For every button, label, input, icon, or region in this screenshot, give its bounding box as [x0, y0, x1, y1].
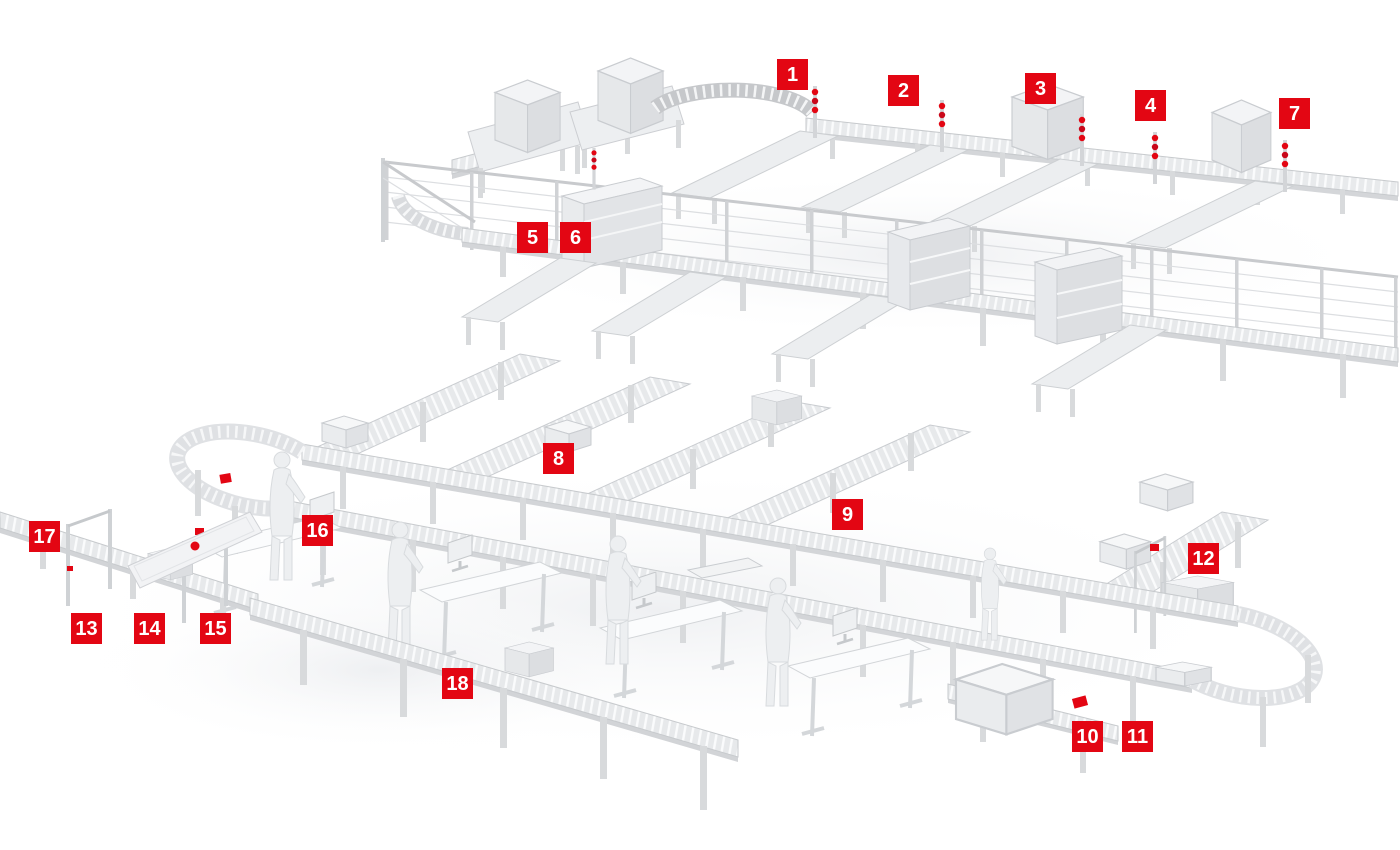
conveyor-legs: [340, 467, 1156, 649]
left-infeed-lines: [0, 507, 739, 810]
loop-right-curve: [1188, 606, 1323, 747]
pallet-transfer-table: [800, 144, 970, 238]
sensor-red: [1150, 544, 1159, 551]
hotspot-marker-8[interactable]: 8: [543, 443, 574, 474]
sensor-red: [195, 528, 204, 535]
pallet-transfer-table: [590, 271, 728, 364]
sensor-red: [67, 566, 73, 571]
curve-conveyor: [650, 82, 818, 118]
hotspot-marker-3[interactable]: 3: [1025, 73, 1056, 104]
infeed-conveyor-18: [250, 615, 738, 762]
hotspot-marker-1[interactable]: 1: [777, 59, 808, 90]
hotspot-marker-15[interactable]: 15: [200, 613, 231, 644]
pallet-main-line: [805, 117, 1399, 197]
hotspot-marker-16[interactable]: 16: [302, 515, 333, 546]
pallet-transfer-table: [460, 257, 598, 350]
hotspot-marker-13[interactable]: 13: [71, 613, 102, 644]
infeed-conveyor-18: [249, 597, 739, 758]
hotspot-marker-17[interactable]: 17: [29, 521, 60, 552]
hotspot-marker-7[interactable]: 7: [1279, 98, 1310, 129]
hotspot-marker-6[interactable]: 6: [560, 222, 591, 253]
hotspot-marker-2[interactable]: 2: [888, 75, 919, 106]
hotspot-marker-5[interactable]: 5: [517, 222, 548, 253]
hotspot-marker-10[interactable]: 10: [1072, 721, 1103, 752]
tote-conveyor-loop: [169, 353, 1323, 773]
open-tray: [686, 557, 764, 579]
fenced-pallet-return-line: [381, 148, 1399, 417]
sensor-red: [219, 473, 232, 484]
railing-post: [381, 158, 385, 242]
pallet-transfer-table: [1125, 99, 1295, 274]
logo-dot: [190, 541, 200, 551]
shelf-cabinet: [1033, 247, 1124, 345]
sensor-red: [1071, 695, 1089, 709]
hotspot-marker-11[interactable]: 11: [1122, 721, 1153, 752]
hotspot-marker-12[interactable]: 12: [1188, 543, 1219, 574]
display-panel: [127, 511, 263, 589]
loop-bottom-run: [284, 516, 1192, 693]
conveyor-legs: [300, 630, 707, 810]
hotspot-marker-9[interactable]: 9: [832, 499, 863, 530]
hotspot-marker-4[interactable]: 4: [1135, 90, 1166, 121]
infeed-conveyor: [0, 528, 258, 615]
hotspot-marker-18[interactable]: 18: [442, 668, 473, 699]
hotspot-marker-14[interactable]: 14: [134, 613, 165, 644]
pallet-transfer-table: [1030, 324, 1168, 417]
loop-top-run: [302, 460, 1238, 627]
shelf-cabinet: [886, 217, 972, 311]
